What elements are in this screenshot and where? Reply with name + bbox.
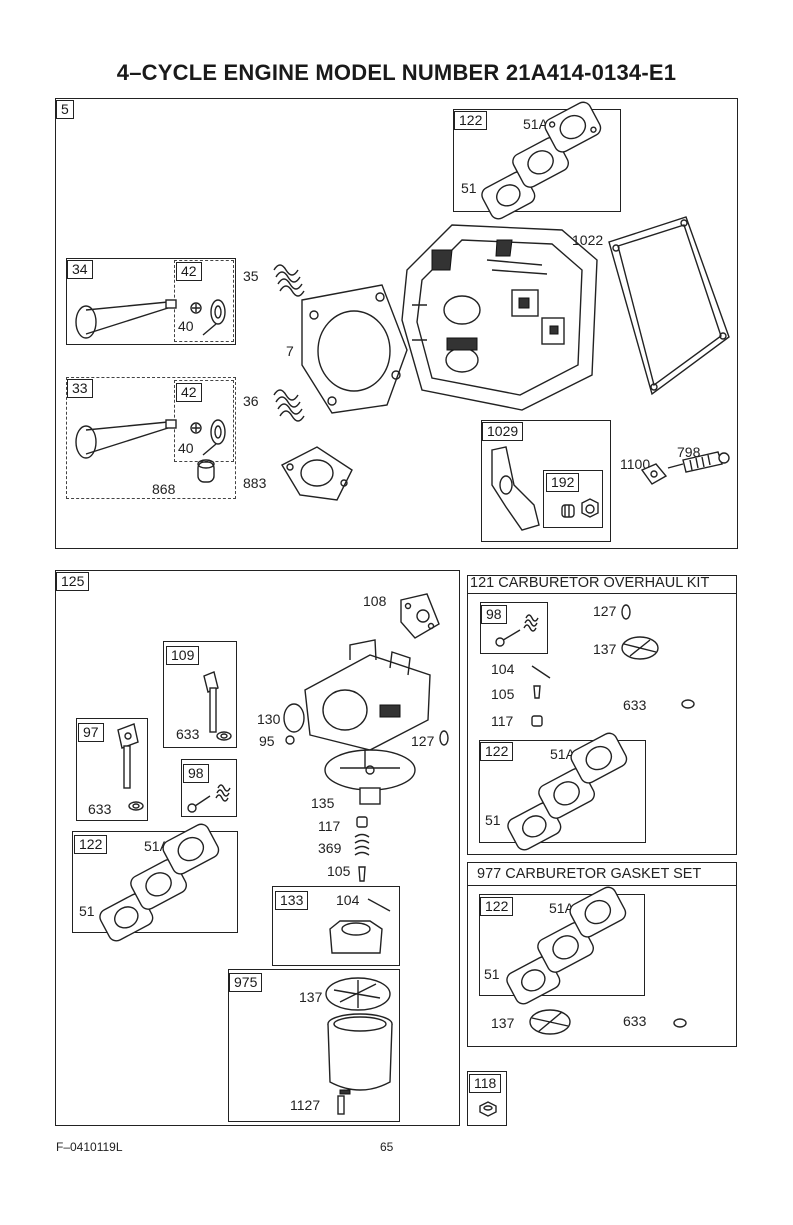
gk-parts-drawing [529, 1009, 687, 1035]
gasket-51-label: 51 [461, 180, 477, 196]
spring-35-label: 35 [243, 268, 259, 284]
gk-gasket-51a-label: 51A [549, 900, 574, 916]
screw-set-ref: 98 [183, 764, 209, 783]
screw-set-drawing [187, 784, 231, 813]
kit-gasket-51a-label: 51A [550, 746, 575, 762]
carburetor-body-drawing [283, 639, 449, 805]
springs-gaskets-drawing [273, 264, 408, 501]
bowl-drawing [325, 977, 393, 1115]
gk-gasket-51-label: 51 [484, 966, 500, 982]
kit-127-label: 127 [593, 603, 617, 619]
gasket-kit-title: 977 CARBURETOR GASKET SET [477, 866, 702, 882]
gk-633-label: 633 [623, 1013, 647, 1029]
kit-gaskets-drawing [507, 732, 628, 851]
bowl-ref: 975 [229, 973, 263, 992]
breather-798-label: 798 [677, 444, 701, 460]
intake-gaskets-drawing [481, 101, 602, 220]
kit-104-label: 104 [491, 661, 515, 677]
page-number: 65 [380, 1140, 394, 1154]
plug-130-label: 130 [257, 711, 281, 727]
choke-seal-label: 633 [88, 801, 112, 817]
exhaust-valve-drawing [75, 419, 226, 483]
kit-137-label: 137 [593, 641, 617, 657]
single-part-ref: 118 [469, 1074, 502, 1093]
carburetor-panel-ref: 125 [56, 572, 90, 591]
top-gasket-drawing [400, 593, 440, 639]
spring-36-label: 36 [243, 393, 259, 409]
spring-369-label: 369 [318, 840, 342, 856]
intake-keeper-ref: 42 [176, 262, 202, 281]
screw-95-label: 95 [259, 733, 275, 749]
jet-spring-needle-drawing [354, 816, 370, 882]
gk-gasket-set-ref: 122 [480, 897, 514, 916]
intake-valve-drawing [75, 299, 226, 339]
choke-shaft-ref: 97 [78, 723, 104, 742]
kit-parts-drawing [531, 604, 695, 727]
bowl-diaphragm-label: 137 [299, 989, 323, 1005]
jet-117-label: 117 [318, 818, 341, 834]
kit-gasket-set-ref: 122 [480, 742, 514, 761]
valve-cover-gasket-drawing [608, 216, 730, 396]
rocker-arm-drawing [491, 446, 599, 531]
breather-drawing [640, 451, 730, 485]
kit-gasket-51-label: 51 [485, 812, 501, 828]
throttle-shaft-ref: 109 [166, 646, 200, 665]
gk-137-label: 137 [491, 1015, 515, 1031]
kit-105-label: 105 [491, 686, 515, 702]
throttle-shaft-drawing [203, 671, 232, 741]
overhaul-kit-title: 121 CARBURETOR OVERHAUL KIT [470, 575, 710, 591]
cover-gasket-label: 1022 [572, 232, 604, 248]
gasket-set-ref: 122 [454, 111, 488, 130]
rocker-arm-ref: 1029 [482, 422, 524, 441]
nozzle-135-label: 135 [311, 795, 335, 811]
rocker-nut-ref: 192 [546, 473, 580, 492]
float-ref: 133 [275, 891, 309, 910]
intake-retainer-label: 40 [178, 318, 194, 334]
kit-633-label: 633 [623, 697, 647, 713]
exhaust-gasket-label: 883 [243, 475, 267, 491]
gasket-51a-label: 51A [523, 116, 548, 132]
rotator-label: 868 [152, 481, 176, 497]
bowl-screw-label: 1127 [290, 1097, 321, 1113]
gk-gaskets-drawing [506, 886, 627, 1005]
choke-shaft-drawing [117, 723, 144, 811]
gasket-108-label: 108 [363, 593, 387, 609]
exhaust-keeper-ref: 42 [176, 383, 202, 402]
exhaust-retainer-label: 40 [178, 440, 194, 456]
carb-gasket-51-label: 51 [79, 903, 95, 919]
intake-valve-ref: 34 [67, 260, 93, 279]
panel-ref-tag: 5 [56, 100, 74, 119]
float-drawing [329, 898, 391, 954]
footer-code: F–0410119L [56, 1140, 123, 1154]
overhaul-kit-divider [467, 593, 737, 594]
needle-105-label: 105 [327, 863, 351, 879]
breather-1100-label: 1100 [620, 456, 651, 472]
seal-127-label: 127 [411, 733, 435, 749]
kit-screw-set-ref: 98 [481, 605, 507, 624]
carb-gaskets-drawing [99, 823, 220, 942]
head-gasket-label: 7 [286, 343, 294, 359]
single-part-drawing [479, 1101, 497, 1117]
float-pin-label: 104 [336, 892, 360, 908]
cylinder-head-drawing [401, 224, 598, 411]
kit-screw-drawing [495, 614, 539, 647]
throttle-seal-label: 633 [176, 726, 200, 742]
page-title: 4–CYCLE ENGINE MODEL NUMBER 21A414-0134-… [116, 60, 677, 85]
gasket-kit-divider [467, 885, 737, 886]
kit-117-label: 117 [491, 713, 514, 729]
carb-gasket-set-ref: 122 [74, 835, 108, 854]
exhaust-valve-ref: 33 [67, 379, 93, 398]
